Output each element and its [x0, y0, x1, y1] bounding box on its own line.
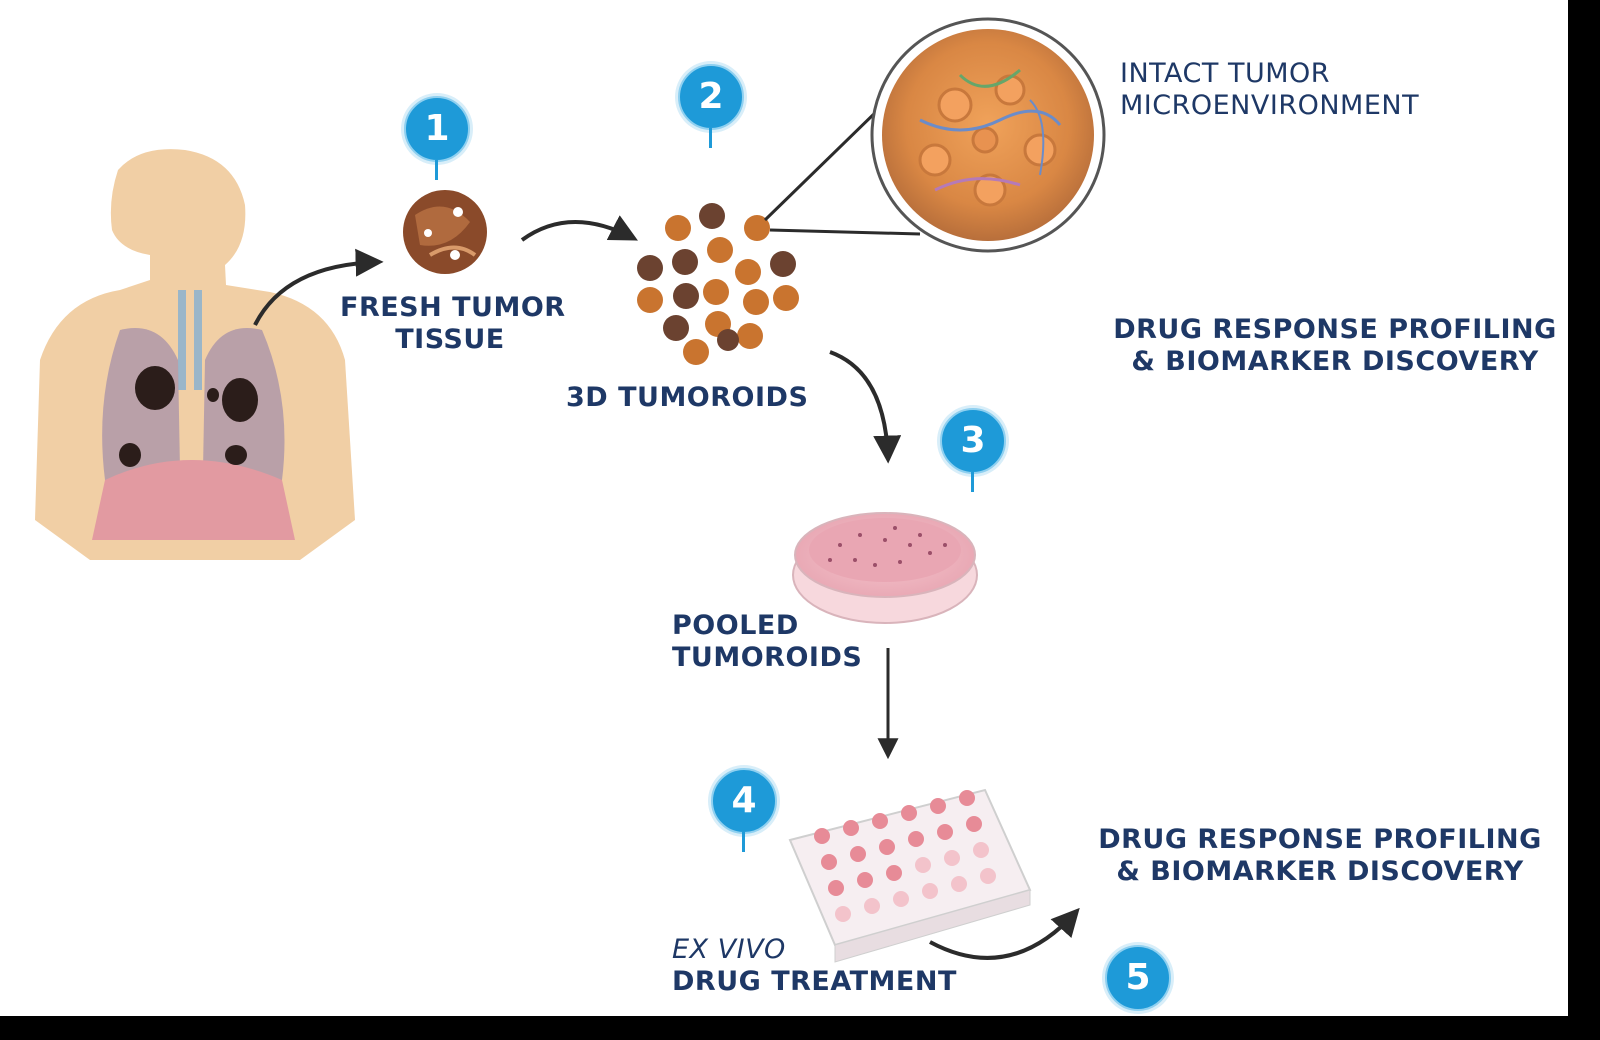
- zoom-line-top: [763, 108, 880, 222]
- step-badge-2: 2: [678, 64, 744, 148]
- tumoroids-cluster-illustration: [637, 203, 799, 365]
- workflow-diagram: 1 2 3 4 5 FRESH TUMOR TISSUE 3D TUMOROID…: [0, 0, 1568, 1016]
- fresh-tumor-tissue-illustration: [403, 190, 487, 274]
- step-number: 3: [940, 408, 1006, 474]
- step-number: 1: [404, 96, 470, 162]
- ex-vivo-treatment-label: EX VIVO DRUG TREATMENT: [672, 934, 957, 997]
- step-badge-5: 5: [1105, 945, 1171, 1016]
- arrow-patient-to-tissue: [253, 248, 384, 326]
- pooled-tumoroids-label: POOLED TUMOROIDS: [672, 610, 863, 673]
- step-badge-3: 3: [940, 408, 1006, 492]
- multiwell-plate-illustration: [788, 788, 1032, 963]
- fresh-tumor-tissue-label: FRESH TUMOR TISSUE: [340, 292, 566, 355]
- step-number: 5: [1105, 945, 1171, 1011]
- petri-dish-illustration: [792, 512, 978, 624]
- microenvironment-magnified-illustration: [870, 17, 1106, 253]
- step-number: 4: [711, 768, 777, 834]
- illustration-layer: [35, 17, 1106, 963]
- drug-response-label-bottom: DRUG RESPONSE PROFILING & BIOMARKER DISC…: [1098, 824, 1542, 887]
- step-badge-4: 4: [711, 768, 777, 852]
- arrow-tumoroids-to-dish: [829, 350, 902, 464]
- arrow-tissue-to-tumoroids: [520, 215, 638, 242]
- step-number: 2: [678, 64, 744, 130]
- intact-tme-label: INTACT TUMOR MICROENVIRONMENT: [1120, 58, 1420, 121]
- arrow-plate-to-profiling: [929, 907, 1080, 960]
- patient-torso-illustration: [35, 149, 355, 560]
- tumoroids-3d-label: 3D TUMOROIDS: [566, 382, 809, 413]
- zoom-line-bottom: [769, 228, 921, 236]
- step-badge-1: 1: [404, 96, 470, 180]
- drug-response-label-top: DRUG RESPONSE PROFILING & BIOMARKER DISC…: [1113, 314, 1557, 377]
